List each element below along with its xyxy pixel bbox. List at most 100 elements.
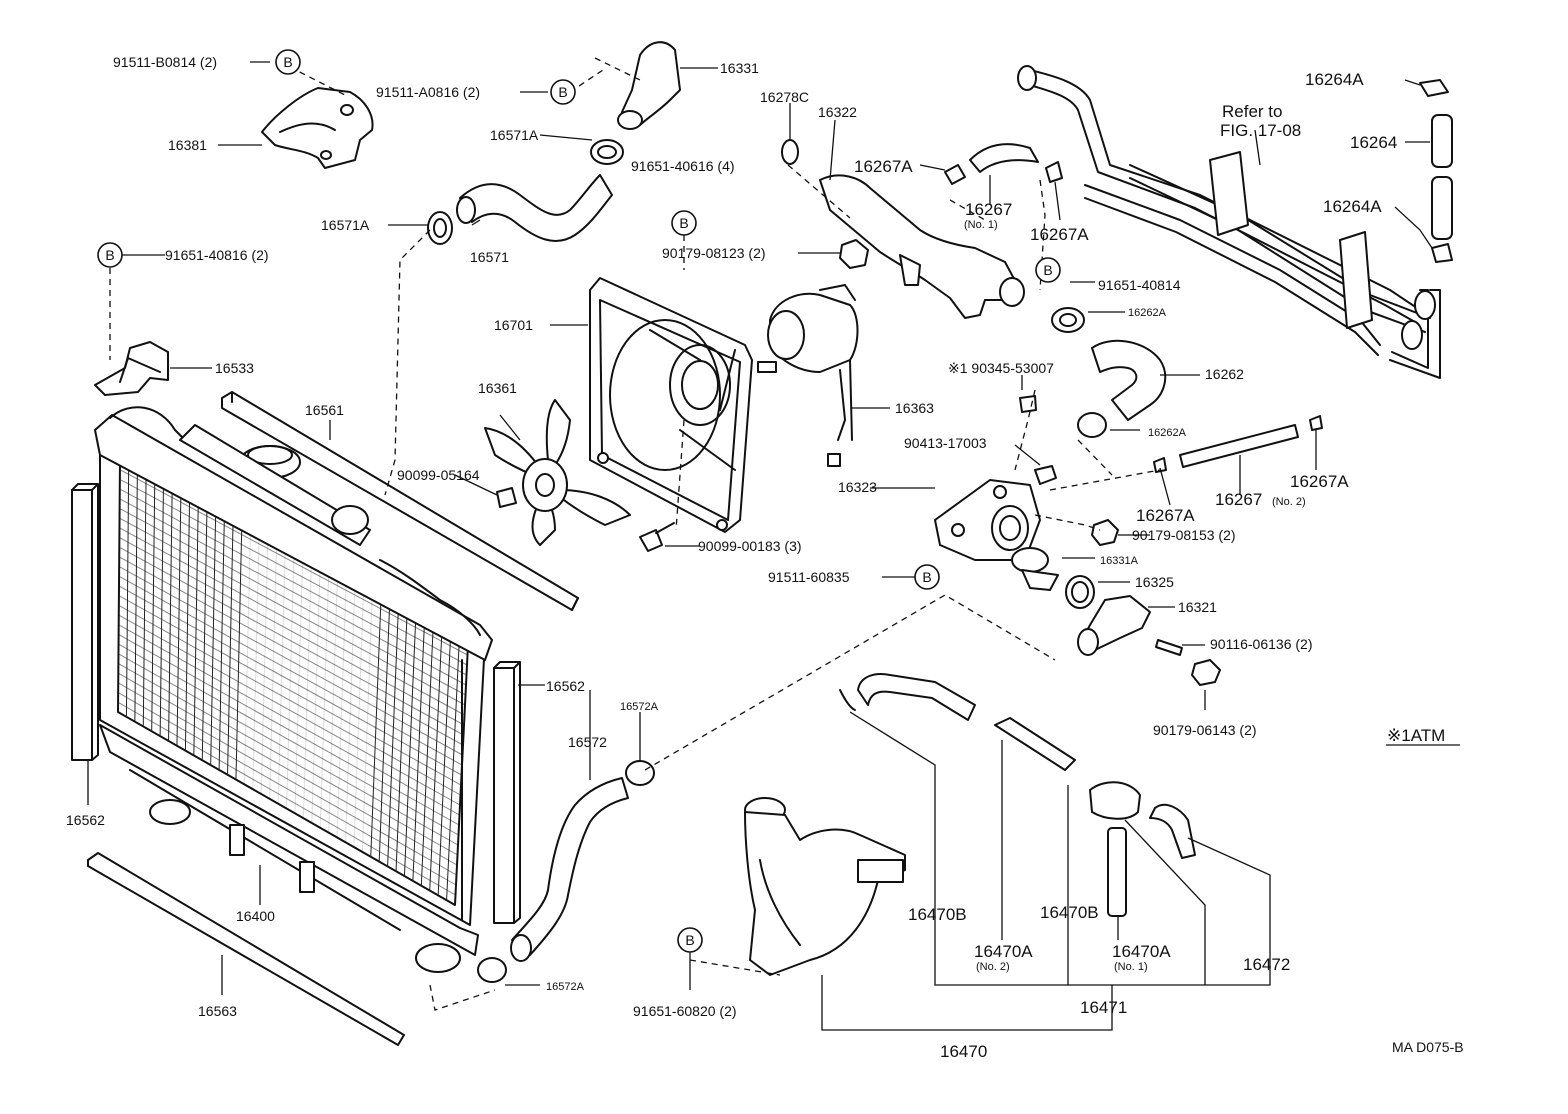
- label-16267-no2: 16267: [1215, 490, 1262, 509]
- label-16267A-d: 16267A: [1290, 472, 1349, 491]
- label-16262A-lower: 16262A: [1148, 427, 1187, 439]
- label-16561: 16561: [305, 402, 344, 418]
- bracket-16533: [94, 341, 169, 396]
- radiator-16400: [94, 406, 493, 973]
- nut-90179-06143: [1191, 659, 1221, 686]
- label-16267A-a: 16267A: [854, 157, 913, 176]
- gasket-16325: [1065, 575, 1095, 609]
- housing-16323: [934, 479, 1041, 561]
- nut-90179-08153: [1091, 519, 1119, 546]
- label-16331: 16331: [720, 60, 759, 76]
- label-90179-08153: 90179-08153 (2): [1132, 527, 1236, 543]
- part-labels: 91511-B0814 (2) 91511-A0816 (2) 16331 16…: [66, 54, 1464, 1061]
- leader-lines: [87, 57, 1433, 1031]
- reservoir-16470: [744, 797, 906, 976]
- label-16331A: 16331A: [1100, 555, 1139, 567]
- label-16470A-no1: 16470A: [1112, 942, 1171, 961]
- hose-16470A-no2: [994, 717, 1076, 771]
- label-16563: 16563: [198, 1003, 237, 1019]
- label-16361: 16361: [478, 380, 517, 396]
- clamp-16267A-d: [1309, 415, 1323, 431]
- label-figure-code: MA D075-B: [1392, 1039, 1464, 1055]
- label-16264A-a: 16264A: [1305, 70, 1364, 89]
- label-16267-no2-sub: (No. 2): [1272, 496, 1306, 508]
- label-atm-note: ※1ATM: [1387, 726, 1445, 745]
- label-91651-40814: 91651-40814: [1098, 277, 1181, 293]
- svg-text:B: B: [105, 247, 114, 263]
- label-16322: 16322: [818, 104, 857, 120]
- label-16571A-upper: 16571A: [490, 127, 539, 143]
- clamp-16264A-a: [1419, 79, 1449, 97]
- bracket-16381: [261, 87, 374, 169]
- hose-16472: [1149, 803, 1196, 859]
- gasket-16278C: [781, 139, 799, 165]
- label-16325: 16325: [1135, 574, 1174, 590]
- label-91651-40616: 91651-40616 (4): [631, 158, 735, 174]
- sensor-90345-53007: [1019, 395, 1037, 413]
- hose-16470A-no1: [1107, 827, 1127, 917]
- badge-b-5: B: [1035, 257, 1061, 283]
- label-90099-00183: 90099-00183 (3): [698, 538, 802, 554]
- bolt-90099-05164: [496, 487, 517, 508]
- bolt-90099-00183: [639, 529, 663, 552]
- label-16381: 16381: [168, 137, 207, 153]
- label-16701: 16701: [494, 317, 533, 333]
- label-90099-05164: 90099-05164: [397, 467, 480, 483]
- thermostat-16331A: [1011, 547, 1049, 573]
- hose-16264-upper: [1431, 114, 1453, 168]
- label-91511-60835: 91511-60835: [768, 569, 850, 585]
- badge-b-6: B: [914, 564, 940, 590]
- label-16572: 16572: [568, 734, 607, 750]
- label-16267-no1-sub: (No. 1): [964, 219, 998, 231]
- badge-b-2: B: [550, 79, 576, 105]
- clamp-16572A-upper: [625, 760, 655, 786]
- clamp-16264A-b: [1431, 243, 1453, 263]
- clamp-16267A-b: [1045, 161, 1063, 183]
- label-16267A-b: 16267A: [1030, 225, 1089, 244]
- label-16571: 16571: [470, 249, 509, 265]
- label-91511-B0814: 91511-B0814 (2): [113, 54, 217, 70]
- label-16323: 16323: [838, 479, 877, 495]
- label-16470: 16470: [940, 1042, 987, 1061]
- seal-16563: [87, 852, 405, 1046]
- hose-16470B-upper: [857, 673, 976, 721]
- hose-16571: [459, 174, 613, 242]
- fan-motor-16363: [757, 284, 859, 467]
- stud-90116-06136: [1155, 639, 1183, 656]
- label-16262A-upper: 16262A: [1128, 307, 1167, 319]
- label-16264A-b: 16264A: [1323, 197, 1382, 216]
- label-16470A-no2-sub: (No. 2): [976, 961, 1010, 973]
- label-16472: 16472: [1243, 955, 1290, 974]
- hose-16572: [511, 777, 629, 956]
- hose-16264-lower: [1431, 176, 1453, 240]
- label-16572A-lower: 16572A: [546, 981, 585, 993]
- label-16470A-no2: 16470A: [974, 942, 1033, 961]
- label-91651-60820: 91651-60820 (2): [633, 1003, 737, 1019]
- svg-text:B: B: [1043, 262, 1052, 278]
- label-16572A-upper: 16572A: [620, 701, 659, 713]
- heater-pipes: [1017, 65, 1441, 379]
- label-91511-A0816: 91511-A0816 (2): [376, 84, 480, 100]
- svg-text:B: B: [922, 569, 931, 585]
- label-16267-no1: 16267: [965, 200, 1012, 219]
- clamp-16262A-upper: [1051, 307, 1085, 333]
- clamp-16571A-lower: [427, 211, 453, 245]
- clamp-16262A-lower: [1077, 412, 1107, 438]
- label-91651-40816: 91651-40816 (2): [165, 247, 269, 263]
- label-16400: 16400: [236, 908, 275, 924]
- label-90345-53007: ※1 90345-53007: [948, 360, 1054, 376]
- svg-text:B: B: [283, 54, 292, 70]
- radiator-core-grid: [117, 464, 468, 901]
- hose-16267-no1: [969, 143, 1039, 173]
- label-16262: 16262: [1205, 366, 1244, 382]
- svg-text:B: B: [679, 215, 688, 231]
- label-16533: 16533: [215, 360, 254, 376]
- label-16278C: 16278C: [760, 89, 809, 105]
- label-16562-left: 16562: [66, 812, 105, 828]
- svg-text:B: B: [558, 84, 567, 100]
- seal-16562-left: [71, 489, 93, 761]
- label-90413-17003: 90413-17003: [904, 435, 987, 451]
- badge-b-7: B: [677, 927, 703, 953]
- fan-shroud-16701: [589, 277, 753, 533]
- badge-b-4: B: [97, 242, 123, 268]
